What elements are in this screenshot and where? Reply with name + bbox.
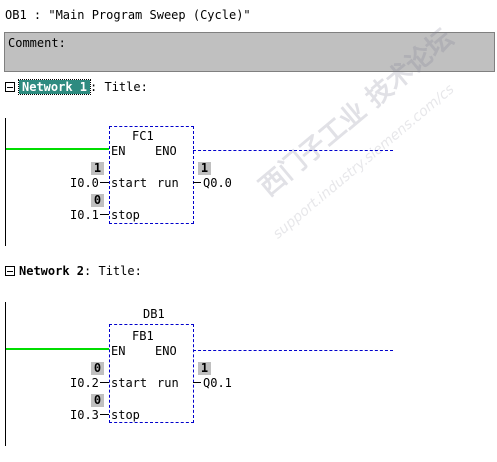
output-wire	[193, 182, 201, 183]
input-1-address[interactable]: I0.2	[70, 376, 99, 390]
en-pin: EN	[111, 344, 126, 358]
output-address[interactable]: Q0.0	[203, 176, 232, 190]
eno-output-line	[193, 350, 393, 351]
block-name: FB1	[132, 329, 154, 343]
network-2-title: : Title:	[84, 264, 142, 278]
input-2-status: 0	[91, 394, 104, 407]
input-1-status: 1	[91, 162, 104, 175]
eno-pin: ENO	[155, 344, 177, 358]
eno-output-line	[193, 150, 393, 151]
fc1-block[interactable]	[109, 126, 194, 224]
collapse-toggle-icon[interactable]	[5, 266, 15, 276]
en-pin: EN	[111, 144, 126, 158]
input-1-wire	[100, 182, 109, 183]
network-2-label[interactable]: Network 2	[19, 264, 85, 278]
output-wire	[193, 382, 201, 383]
power-rail	[5, 302, 6, 446]
network-1-title: : Title:	[90, 80, 148, 94]
power-flow-line	[6, 348, 109, 350]
output-status: 1	[198, 362, 211, 375]
input-2-status: 0	[91, 194, 104, 207]
comment-label: Comment:	[8, 36, 66, 50]
collapse-toggle-icon[interactable]	[5, 82, 15, 92]
network-2-heading[interactable]: Network 2: Title:	[19, 264, 142, 278]
input-1-pin: start	[111, 376, 148, 390]
input-1-status: 0	[91, 362, 104, 375]
input-2-pin: stop	[111, 208, 140, 222]
output-pin: run	[157, 376, 179, 390]
comment-field[interactable]: Comment:	[4, 32, 495, 72]
block-name: FC1	[132, 129, 154, 143]
input-2-wire	[100, 214, 109, 215]
eno-pin: ENO	[155, 144, 177, 158]
power-flow-line	[6, 148, 109, 150]
input-2-address[interactable]: I0.1	[70, 208, 99, 222]
input-2-pin: stop	[111, 408, 140, 422]
instance-db-name[interactable]: DB1	[143, 307, 165, 321]
fb1-block[interactable]	[109, 324, 194, 423]
network-1-label[interactable]: Network 1	[17, 79, 92, 95]
power-rail	[5, 118, 6, 246]
ob-label: OB1 :	[5, 8, 42, 22]
block-header: OB1 : "Main Program Sweep (Cycle)"	[5, 8, 251, 22]
input-1-wire	[100, 382, 109, 383]
input-2-wire	[100, 414, 109, 415]
output-address[interactable]: Q0.1	[203, 376, 232, 390]
output-pin: run	[157, 176, 179, 190]
ob-title: "Main Program Sweep (Cycle)"	[48, 8, 251, 22]
network-1-heading[interactable]: Network 1: Title:	[17, 79, 148, 95]
input-1-pin: start	[111, 176, 148, 190]
output-status: 1	[198, 162, 211, 175]
input-2-address[interactable]: I0.3	[70, 408, 99, 422]
input-1-address[interactable]: I0.0	[70, 176, 99, 190]
